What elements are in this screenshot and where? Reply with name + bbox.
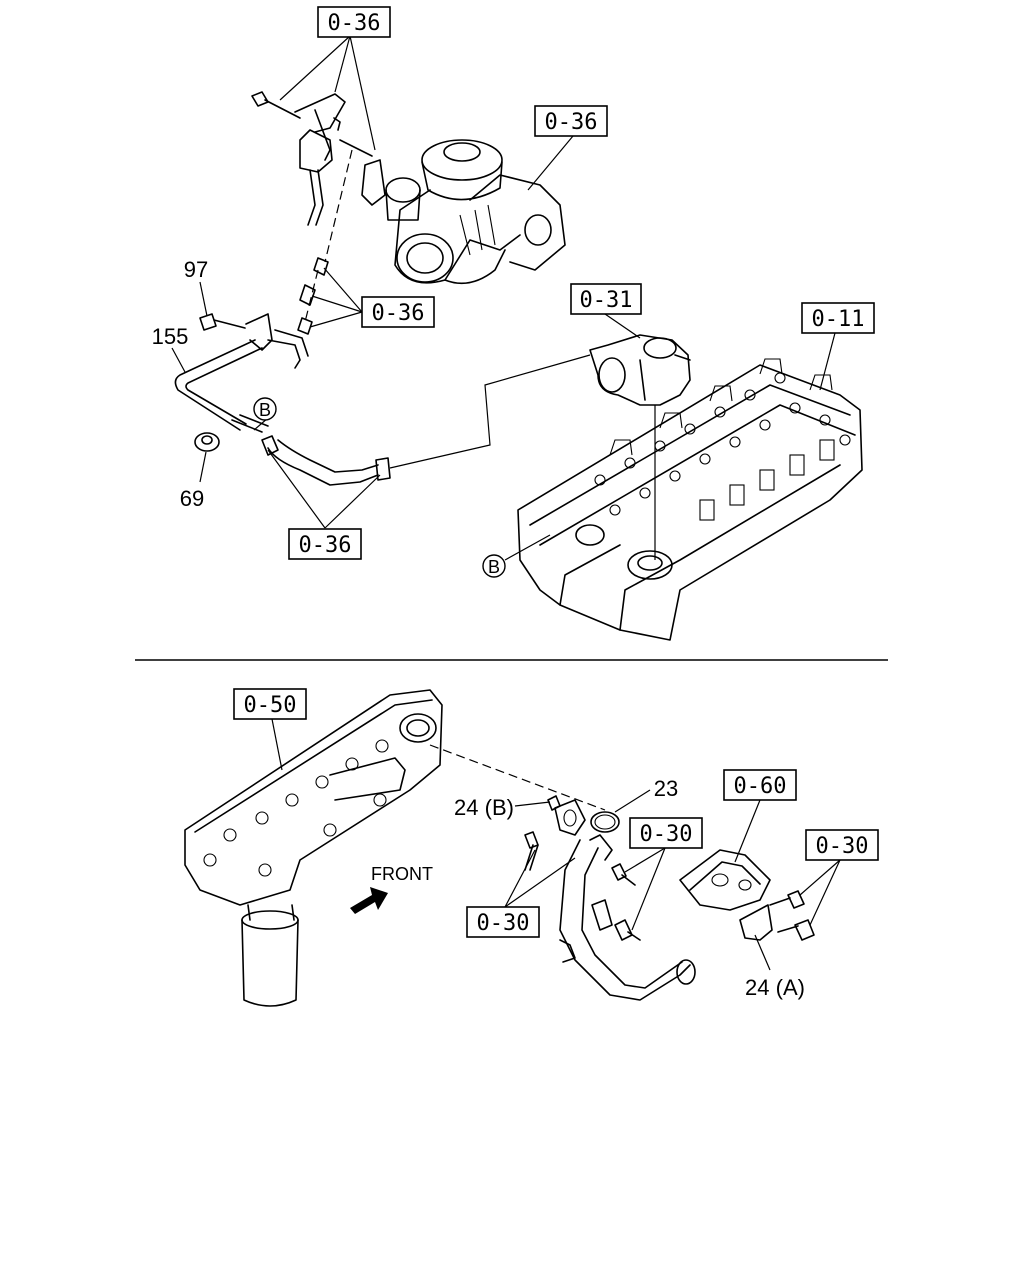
ref-box-036-mid[interactable]: 0-36 (361, 296, 435, 328)
ref-label: 0-36 (328, 11, 381, 36)
part-number-69: 69 (180, 486, 204, 511)
part-number-24b: 24 (B) (454, 795, 514, 820)
pipe-155 (174, 329, 309, 433)
part-number-23: 23 (654, 776, 678, 801)
cylinder-head (517, 358, 863, 641)
intake-ports (699, 439, 835, 521)
part-number-24a: 24 (A) (745, 975, 805, 1000)
flange-gasket (554, 799, 586, 836)
bracket-060 (679, 849, 771, 911)
ref-label: 0-30 (640, 822, 693, 847)
ref-box-036-bottom[interactable]: 0-36 (288, 528, 362, 560)
leader-24b (514, 801, 551, 807)
leaders-030-right (799, 859, 841, 926)
dash-route-cooler (429, 744, 606, 811)
ref-label: 0-50 (244, 693, 297, 718)
bolt-97 (199, 313, 273, 351)
leaders-036-mid (309, 267, 363, 328)
ref-label: 0-30 (477, 911, 530, 936)
pipe-fittings-mid (297, 257, 329, 335)
ref-box-011[interactable]: 0-11 (801, 302, 875, 334)
leaders-036-bottom (267, 449, 381, 529)
leader-011 (819, 332, 836, 391)
ref-box-030-center[interactable]: 0-30 (629, 817, 703, 849)
leader-23 (614, 789, 651, 813)
leader-97 (199, 281, 208, 317)
ref-label: 0-11 (812, 307, 865, 332)
ref-box-050[interactable]: 0-50 (233, 688, 307, 720)
ref-box-031[interactable]: 0-31 (570, 283, 642, 315)
marker-b-upper: B (253, 397, 277, 421)
bolt-24b (524, 795, 561, 871)
thermostat-housing (589, 334, 691, 406)
ref-box-060[interactable]: 0-60 (723, 769, 797, 801)
head-bolt-holes (594, 372, 851, 516)
oil-cooler (184, 689, 443, 906)
front-label: FRONT (371, 864, 433, 884)
leader-155 (171, 347, 186, 373)
ref-box-030-left[interactable]: 0-30 (466, 906, 540, 938)
ref-label: 0-31 (580, 288, 633, 313)
route-line-hose (389, 354, 591, 469)
marker-label: B (259, 400, 271, 420)
bracket-24a (739, 904, 773, 941)
front-arrow (350, 887, 388, 914)
part-number-155: 155 (152, 324, 189, 349)
turbocharger (361, 139, 566, 285)
oil-filter (241, 904, 299, 1007)
leader-24a (754, 934, 771, 971)
leaders-030-center (624, 847, 666, 931)
ref-label: 0-36 (299, 533, 352, 558)
cam-towers (609, 358, 833, 456)
part-number-97: 97 (184, 257, 208, 282)
marker-b-lower: B (482, 554, 506, 578)
water-pipe (559, 834, 696, 1001)
dash-route-1 (324, 149, 353, 263)
leaders-036-top (279, 35, 376, 151)
marker-label: B (488, 557, 500, 577)
bolt-030-center (611, 863, 641, 941)
ref-label: 0-36 (545, 110, 598, 135)
ref-box-036-top[interactable]: 0-36 (317, 6, 391, 38)
nut-69 (194, 432, 220, 452)
leader-060 (734, 799, 761, 863)
dash-route-2 (304, 269, 319, 323)
ref-label: 0-30 (816, 834, 869, 859)
bolt-030-right (769, 890, 815, 941)
b-lower-leader (504, 534, 551, 561)
ref-box-036-turbo[interactable]: 0-36 (534, 105, 608, 137)
cooler-bolts (203, 739, 389, 877)
leader-031 (604, 313, 641, 339)
leader-036-turbo (527, 135, 574, 191)
ref-label: 0-60 (734, 774, 787, 799)
ref-box-030-right[interactable]: 0-30 (805, 829, 879, 861)
leader-050 (271, 718, 283, 771)
oil-feed-fitting (251, 91, 373, 226)
ref-label: 0-36 (372, 301, 425, 326)
leader-69 (199, 451, 207, 483)
water-hose (261, 435, 391, 486)
leaders-030-left (504, 849, 576, 908)
o-ring-23 (590, 811, 620, 833)
